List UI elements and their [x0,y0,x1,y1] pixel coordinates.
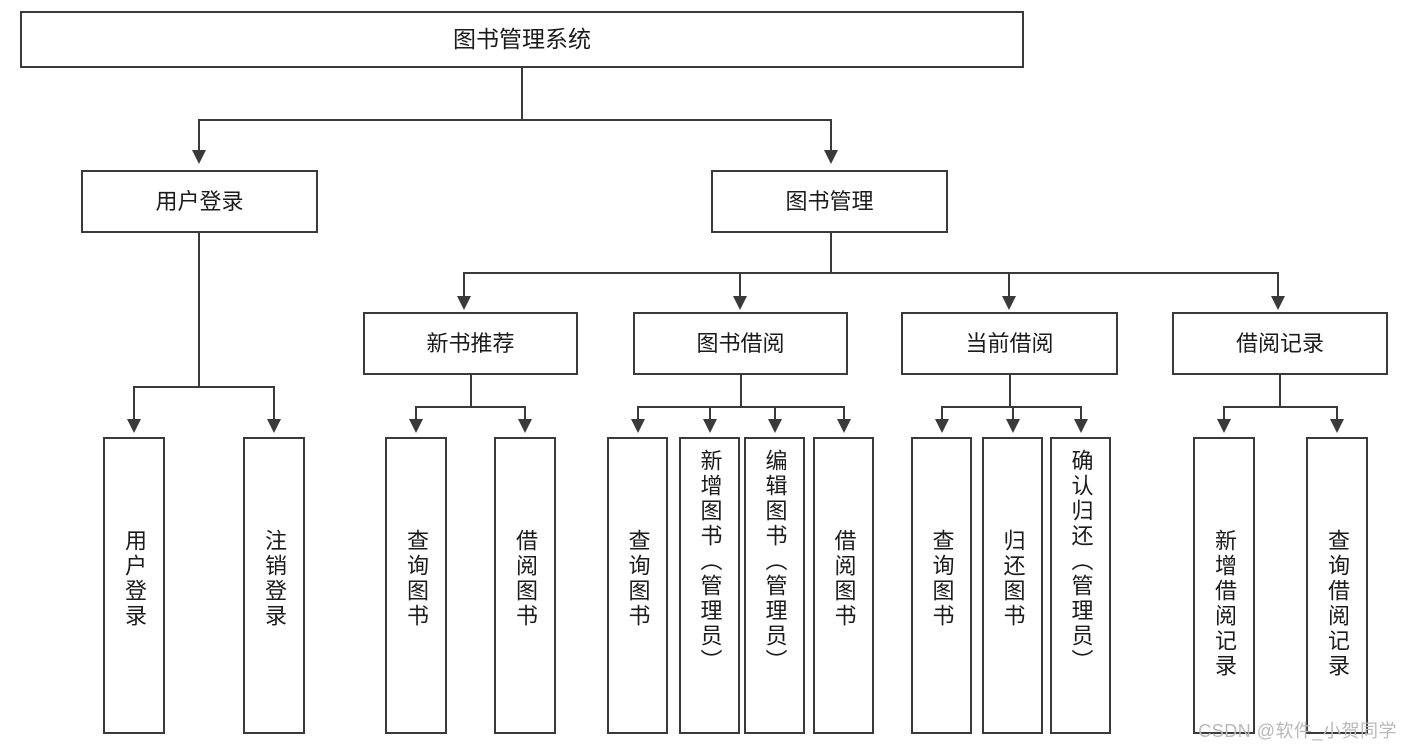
node-label: 新书推荐 [426,330,515,356]
leaf-label: 查询图书 [625,529,651,629]
node-label: 用户登录 [155,188,244,214]
connector-book-mgmt-stem [830,233,832,273]
connector-root-to-book-mgmt [830,119,832,151]
arrowhead-book-mgmt [824,150,838,164]
arrowhead-leaf-logout [267,419,281,433]
node-new-book-recommend[interactable]: 新书推荐 [363,312,578,375]
arrowhead-leaf-query-book-3 [935,419,949,433]
arrowhead-leaf-query-record [1330,419,1344,433]
connector-borrow-record-child-1 [1223,406,1225,420]
node-book-borrow[interactable]: 图书借阅 [633,312,848,375]
node-user-login[interactable]: 用户登录 [81,170,318,233]
connector-book-mgmt-child-2 [739,272,741,298]
connector-user-login-child-2 [273,386,275,420]
leaf-query-book-new[interactable]: 查询图书 [385,437,447,734]
node-label: 图书管理系统 [453,26,591,53]
leaf-confirm-return-admin[interactable]: 确认归还（管理员） [1050,437,1111,734]
connector-current-borrow-stem [1009,375,1011,407]
leaf-borrow-book-new[interactable]: 借阅图书 [494,437,556,734]
connector-user-login-bus [133,386,274,388]
connector-book-mgmt-child-3 [1008,272,1010,298]
node-book-management[interactable]: 图书管理 [711,170,948,233]
connector-new-book-child-1 [415,406,417,420]
connector-current-borrow-child-3 [1080,406,1082,420]
connector-borrow-record-stem [1279,375,1281,407]
connector-root-to-user-login [198,119,200,151]
leaf-label: 确认归还（管理员） [1068,449,1094,674]
arrowhead-leaf-user-login [127,419,141,433]
arrowhead-leaf-add-book [703,419,717,433]
leaf-label: 注销登录 [262,529,287,629]
connector-borrow-record-bus [1223,406,1337,408]
connector-book-borrow-child-1 [637,406,639,420]
arrowhead-leaf-borrow-book-2 [837,419,851,433]
arrowhead-leaf-query-book-2 [631,419,645,433]
arrowhead-leaf-confirm-return [1074,419,1088,433]
leaf-label: 查询图书 [404,529,429,629]
leaf-add-borrow-record[interactable]: 新增借阅记录 [1193,437,1255,734]
arrowhead-new-book-rec [457,296,471,310]
leaf-label: 借阅图书 [513,529,538,629]
arrowhead-leaf-borrow-book-1 [518,419,532,433]
connector-borrow-record-child-2 [1336,406,1338,420]
leaf-label: 查询借阅记录 [1325,529,1350,679]
leaf-query-book-borrow[interactable]: 查询图书 [607,437,668,734]
arrowhead-leaf-return-book [1006,419,1020,433]
leaf-label: 查询图书 [929,529,955,629]
connector-book-mgmt-child-4 [1277,272,1279,298]
connector-new-book-stem [470,375,472,407]
node-label: 借阅记录 [1235,330,1324,356]
arrowhead-user-login [192,150,206,164]
node-borrow-record[interactable]: 借阅记录 [1172,312,1388,375]
arrowhead-leaf-add-record [1217,419,1231,433]
leaf-logout[interactable]: 注销登录 [243,437,305,734]
connector-new-book-bus [415,406,525,408]
connector-root-stem [521,68,523,120]
connector-user-login-child-1 [133,386,135,420]
arrowhead-borrow-record [1271,296,1285,310]
leaf-label: 用户登录 [122,529,147,629]
leaf-label: 编辑图书（管理员） [762,449,788,674]
connector-new-book-child-2 [524,406,526,420]
node-current-borrow[interactable]: 当前借阅 [901,312,1118,375]
arrowhead-book-borrow [733,296,747,310]
leaf-query-book-current[interactable]: 查询图书 [911,437,972,734]
arrowhead-leaf-edit-book [768,419,782,433]
connector-current-borrow-bus [941,406,1081,408]
leaf-user-login[interactable]: 用户登录 [103,437,165,734]
leaf-borrow-book-2[interactable]: 借阅图书 [813,437,874,734]
leaf-return-book[interactable]: 归还图书 [982,437,1043,734]
connector-book-borrow-child-2 [709,406,711,420]
leaf-label: 归还图书 [1000,529,1026,629]
node-label: 当前借阅 [965,330,1054,356]
leaf-label: 新增图书（管理员） [697,449,723,674]
node-root-system[interactable]: 图书管理系统 [20,11,1024,68]
connector-book-mgmt-child-1 [463,272,465,298]
connector-book-borrow-child-4 [843,406,845,420]
leaf-edit-book-admin[interactable]: 编辑图书（管理员） [744,437,805,734]
connector-book-borrow-child-3 [774,406,776,420]
arrowhead-current-borrow [1002,296,1016,310]
leaf-label: 新增借阅记录 [1212,529,1237,679]
connector-root-bus [198,119,832,121]
node-label: 图书借阅 [696,330,785,356]
arrowhead-leaf-query-book-1 [409,419,423,433]
connector-book-borrow-stem [740,375,742,407]
leaf-query-borrow-record[interactable]: 查询借阅记录 [1306,437,1368,734]
leaf-label: 借阅图书 [831,529,857,629]
connector-current-borrow-child-1 [941,406,943,420]
node-label: 图书管理 [785,188,874,214]
leaf-add-book-admin[interactable]: 新增图书（管理员） [679,437,740,734]
connector-book-mgmt-bus [463,272,1279,274]
connector-current-borrow-child-2 [1012,406,1014,420]
connector-user-login-stem [198,233,200,387]
connector-book-borrow-bus [637,406,844,408]
